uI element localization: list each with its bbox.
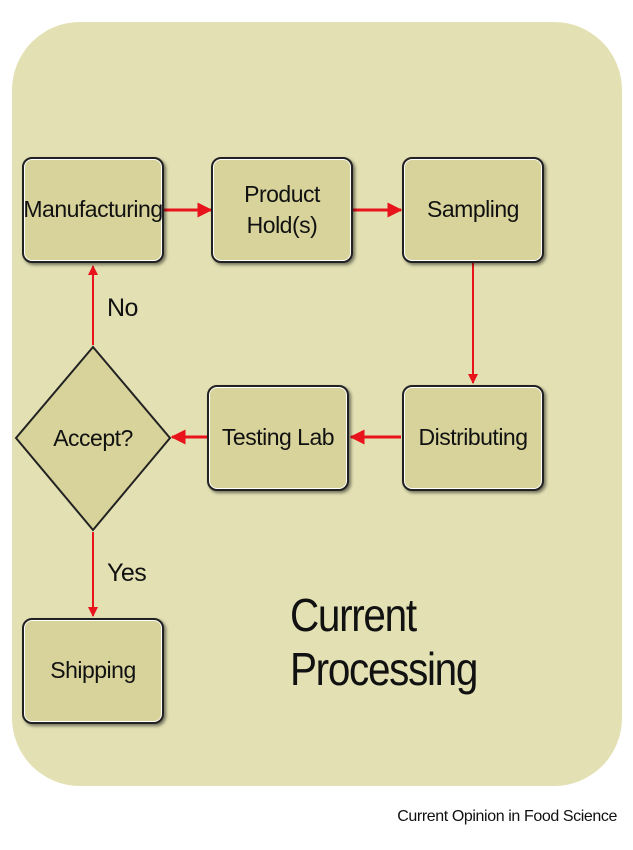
node-accept: Accept?: [53, 424, 133, 451]
node-distributing: Distributing: [402, 385, 544, 491]
accept-diamond: [14, 345, 172, 532]
node-sampling: Sampling: [402, 157, 544, 263]
edge-label-no: No: [107, 294, 138, 322]
node-shipping: Shipping: [22, 618, 164, 724]
node-testing-lab: Testing Lab: [207, 385, 349, 491]
node-manufacturing: Manufacturing: [22, 157, 164, 263]
diagram-title: Current Processing: [290, 589, 478, 695]
edge-label-yes: Yes: [107, 559, 147, 587]
journal-credit: Current Opinion in Food Science: [397, 808, 617, 825]
node-product-holds: Product Hold(s): [211, 157, 353, 263]
